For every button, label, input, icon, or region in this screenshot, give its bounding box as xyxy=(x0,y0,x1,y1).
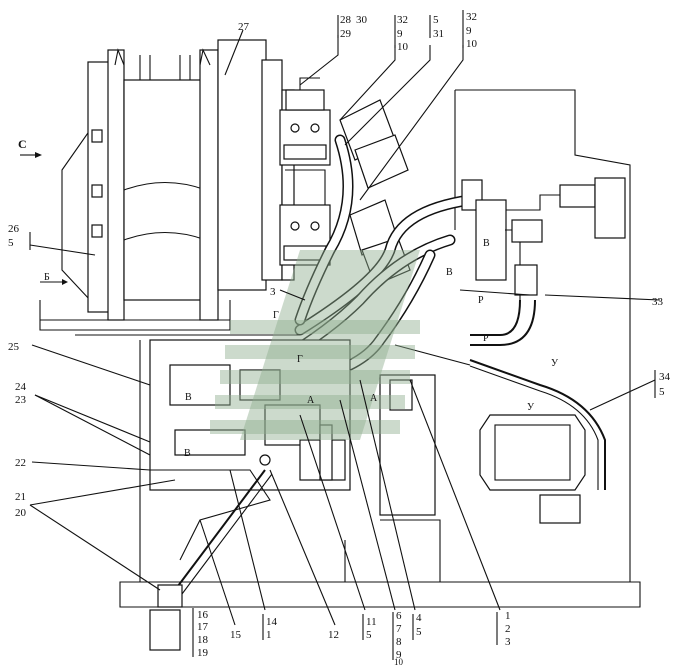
callout-14: 14 xyxy=(266,616,278,628)
valve-block-upper xyxy=(279,77,331,166)
callout-19: 19 xyxy=(197,647,209,659)
filter-box xyxy=(479,414,586,524)
callout-10b: 10 xyxy=(466,38,478,50)
callout-9c: 9 xyxy=(396,649,402,661)
callout-1b: 1 xyxy=(505,610,511,622)
callout-11: 11 xyxy=(366,616,377,628)
callout-29: 29 xyxy=(340,28,352,40)
callout-34: 34 xyxy=(659,371,671,383)
marker-v2: В xyxy=(446,267,453,278)
callout-9b: 9 xyxy=(466,25,472,37)
callout-21: 21 xyxy=(15,491,26,503)
callout-10c: 10 xyxy=(394,657,404,665)
callout-9a: 9 xyxy=(397,28,403,40)
callout-24: 24 xyxy=(15,381,27,393)
callout-31: 31 xyxy=(433,28,444,40)
callout-33: 33 xyxy=(652,296,664,308)
drum-assembly xyxy=(39,39,300,336)
marker-g2: Г xyxy=(297,354,303,365)
marker-r2: Р xyxy=(483,333,489,344)
callout-27: 27 xyxy=(238,21,250,33)
callout-10a: 10 xyxy=(397,41,409,53)
control-linkage xyxy=(149,454,273,651)
callout-26: 26 xyxy=(8,223,20,235)
marker-v1: В xyxy=(483,238,490,249)
callout-3b: 3 xyxy=(270,286,276,298)
callout-12: 12 xyxy=(328,629,339,641)
letter-markers: С Б Г Г В В В В А А Р Р У У xyxy=(18,137,559,459)
callout-23: 23 xyxy=(15,394,27,406)
callout-5c: 5 xyxy=(659,386,665,398)
marker-b-left: Б xyxy=(44,272,50,283)
callout-20: 20 xyxy=(15,507,27,519)
callout-18: 18 xyxy=(197,634,209,646)
callout-4: 4 xyxy=(416,612,422,624)
callout-1a: 1 xyxy=(266,629,272,641)
callout-7: 7 xyxy=(396,623,402,635)
callout-32b: 32 xyxy=(466,11,477,23)
marker-v4: В xyxy=(184,448,191,459)
callout-8: 8 xyxy=(396,636,402,648)
callout-32a: 32 xyxy=(397,14,408,26)
callout-5a: 5 xyxy=(433,14,439,26)
callout-30: 30 xyxy=(356,14,368,26)
marker-u1: У xyxy=(551,358,559,369)
marker-a1: А xyxy=(307,395,315,406)
pipe-assembly-right xyxy=(459,177,626,346)
callout-5e: 5 xyxy=(416,626,422,638)
callout-17: 17 xyxy=(197,621,209,633)
marker-g1: Г xyxy=(273,310,279,321)
marker-a2: А xyxy=(370,393,378,404)
pump-block xyxy=(139,339,436,582)
callout-16: 16 xyxy=(197,609,209,621)
callout-15: 15 xyxy=(230,629,242,641)
watermark-emblem xyxy=(210,250,420,440)
callout-5d: 5 xyxy=(366,629,372,641)
marker-r1: Р xyxy=(478,295,484,306)
marker-v3: В xyxy=(185,392,192,403)
marker-u2: У xyxy=(527,402,535,413)
leader-lines xyxy=(20,10,661,660)
callout-3: 3 xyxy=(505,636,511,648)
callout-6: 6 xyxy=(396,610,402,622)
callout-28: 28 xyxy=(340,14,352,26)
view-c-label: С xyxy=(18,137,27,151)
callout-25: 25 xyxy=(8,341,20,353)
callout-22: 22 xyxy=(15,457,26,469)
callout-5b: 5 xyxy=(8,237,14,249)
callout-2: 2 xyxy=(505,623,511,635)
callout-labels: 27 28 30 29 32 9 10 5 31 32 9 10 26 5 25… xyxy=(8,11,671,665)
